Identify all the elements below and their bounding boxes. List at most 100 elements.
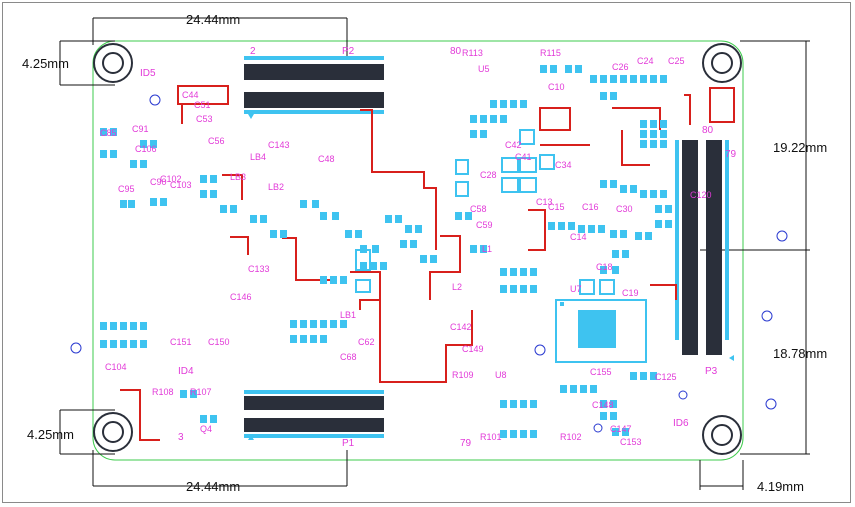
pad: [578, 225, 585, 233]
p2-label: P2: [342, 46, 355, 57]
designator-label: C59: [476, 220, 493, 230]
pad: [120, 322, 127, 330]
pad: [500, 430, 507, 438]
designator-label: C90: [150, 177, 167, 187]
designator-label: R109: [452, 370, 474, 380]
designator-label: Q4: [200, 424, 212, 434]
pad: [455, 212, 462, 220]
designator-label: C102: [160, 174, 182, 184]
designator-label: U7: [570, 284, 582, 294]
pad: [330, 276, 337, 284]
pad: [600, 180, 607, 188]
pad: [290, 335, 297, 343]
pad: [410, 240, 417, 248]
pad: [290, 320, 297, 328]
pad: [530, 400, 537, 408]
pad: [470, 245, 477, 253]
pad: [220, 205, 227, 213]
pad: [650, 130, 657, 138]
pad: [650, 120, 657, 128]
pad: [465, 212, 472, 220]
connector-p3: [675, 140, 729, 355]
pad: [510, 400, 517, 408]
pad: [360, 262, 367, 270]
pad: [110, 150, 117, 158]
pad: [548, 222, 555, 230]
designator-label: C142: [450, 322, 472, 332]
pad: [110, 322, 117, 330]
designator-label: C41: [515, 152, 532, 162]
pad: [620, 185, 627, 193]
pad: [300, 200, 307, 208]
designator-label: LB3: [230, 172, 246, 182]
pad: [110, 128, 117, 136]
keepout-regions: [120, 85, 735, 441]
pad: [480, 245, 487, 253]
pad: [190, 390, 197, 398]
designator-label: R113: [462, 48, 483, 58]
designator-label: C53: [196, 114, 213, 124]
pad: [558, 222, 565, 230]
pad-large: [501, 177, 519, 193]
designator-label: LB4: [250, 152, 266, 162]
designator-label: L2: [452, 282, 462, 292]
p2-pin-start: 2: [250, 46, 256, 57]
pad: [600, 92, 607, 100]
pad: [510, 430, 517, 438]
pad: [640, 120, 647, 128]
designator-label: C91: [132, 124, 149, 134]
id5-label: ID5: [140, 68, 156, 79]
pad: [320, 335, 327, 343]
pad: [610, 400, 617, 408]
pad: [330, 320, 337, 328]
dim-right-lower: 18.78mm: [773, 346, 827, 361]
designator-label: C42: [505, 140, 522, 150]
pad: [640, 130, 647, 138]
p1-pin-end: 79: [460, 438, 472, 449]
designator-label: L1: [482, 244, 492, 254]
pad: [530, 285, 537, 293]
pad: [500, 285, 507, 293]
designator-label: C104: [105, 362, 127, 372]
pad: [520, 430, 527, 438]
pad: [415, 225, 422, 233]
id6-label: ID6: [673, 418, 689, 429]
designator-label: C28: [480, 170, 497, 180]
pad: [300, 335, 307, 343]
pad: [490, 115, 497, 123]
designator-label: C149: [462, 344, 484, 354]
designator-label: C16: [582, 202, 599, 212]
pad-large: [539, 154, 555, 170]
designator-label: R102: [560, 432, 582, 442]
pad-large: [599, 279, 615, 295]
designator-label: C106: [135, 144, 157, 154]
pad: [430, 255, 437, 263]
designator-label: C150: [208, 337, 230, 347]
pad: [520, 268, 527, 276]
pad: [575, 65, 582, 73]
pad: [340, 276, 347, 284]
pad: [645, 232, 652, 240]
designator-label: C14: [570, 232, 587, 242]
designator-label: C51: [194, 100, 211, 110]
pad: [200, 190, 207, 198]
pad-large: [355, 249, 371, 271]
p3-pin-start: 80: [702, 125, 714, 136]
pad: [560, 385, 567, 393]
pad: [600, 75, 607, 83]
designator-label: C120: [690, 190, 712, 200]
pad: [400, 240, 407, 248]
ic-u7: [555, 299, 647, 363]
pad: [180, 390, 187, 398]
pad: [622, 428, 629, 436]
component-pads: [100, 65, 672, 438]
designator-label: C151: [170, 337, 192, 347]
pad: [650, 140, 657, 148]
pad: [420, 255, 427, 263]
pad: [650, 190, 657, 198]
pad: [480, 130, 487, 138]
pad: [140, 322, 147, 330]
pad: [565, 65, 572, 73]
